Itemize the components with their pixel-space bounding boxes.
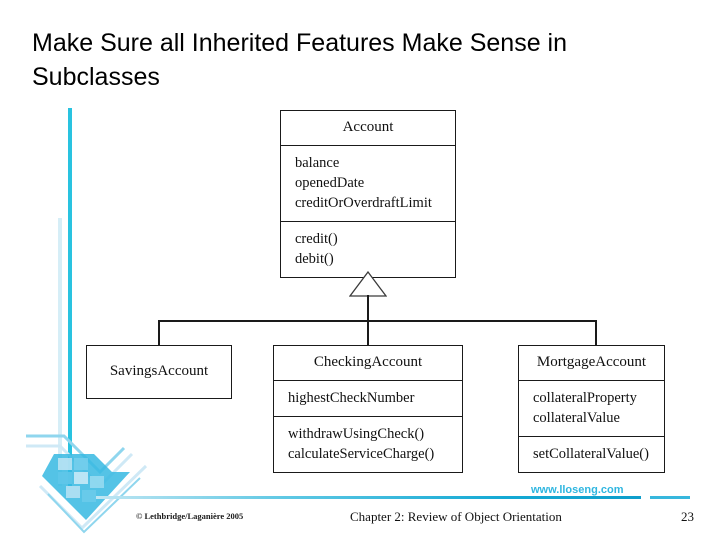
generalization-drop-checking (367, 320, 369, 346)
generalization-drop-mortgage (595, 320, 597, 346)
uml-operation: debit() (295, 251, 334, 267)
brand-chevron-mark (26, 434, 148, 534)
uml-operations: credit() debit() (281, 221, 455, 277)
uml-attribute: collateralValue (533, 410, 620, 426)
uml-attributes: balance openedDate creditOrOverdraftLimi… (281, 145, 455, 221)
uml-attributes: highestCheckNumber (274, 380, 462, 416)
uml-class-checkingaccount[interactable]: CheckingAccount highestCheckNumber withd… (273, 345, 463, 473)
footer-divider (96, 496, 641, 499)
uml-class-mortgageaccount[interactable]: MortgageAccount collateralProperty colla… (518, 345, 665, 473)
footer-divider-cap (650, 496, 690, 499)
uml-operation: credit() (295, 231, 338, 247)
uml-attribute: collateralProperty (533, 390, 637, 406)
uml-attribute: openedDate (295, 175, 365, 191)
uml-operations: setCollateralValue() (519, 436, 664, 472)
page-title: Make Sure all Inherited Features Make Se… (32, 29, 567, 91)
generalization-bus (158, 320, 596, 322)
decorative-rule-pale (58, 218, 62, 486)
decorative-rule-bright (68, 108, 72, 486)
uml-attribute: balance (295, 155, 340, 171)
uml-class-name: SavingsAccount (109, 363, 209, 379)
uml-operation: setCollateralValue() (533, 446, 649, 462)
uml-operations: withdrawUsingCheck() calculateServiceCha… (274, 416, 462, 472)
uml-class-name: Account (342, 119, 394, 135)
uml-attributes: collateralProperty collateralValue (519, 380, 664, 436)
uml-class-name: CheckingAccount (313, 354, 423, 370)
generalization-drop-savings (158, 320, 160, 346)
website-link[interactable]: www.lloseng.com (531, 484, 624, 496)
page-number: 23 (681, 509, 694, 524)
uml-attribute: highestCheckNumber (288, 390, 415, 406)
uml-operation: calculateServiceCharge() (288, 446, 435, 462)
uml-attribute: creditOrOverdraftLimit (295, 195, 432, 211)
chapter-label: Chapter 2: Review of Object Orientation (350, 509, 562, 524)
uml-class-account[interactable]: Account balance openedDate creditOrOverd… (280, 110, 456, 278)
uml-class-savingsaccount[interactable]: SavingsAccount (86, 345, 232, 399)
generalization-triangle-icon (349, 271, 387, 297)
generalization-stem (367, 295, 369, 321)
copyright-notice: © Lethbridge/Laganière 2005 (136, 511, 244, 521)
uml-class-name: MortgageAccount (536, 354, 647, 370)
uml-operation: withdrawUsingCheck() (288, 426, 425, 442)
